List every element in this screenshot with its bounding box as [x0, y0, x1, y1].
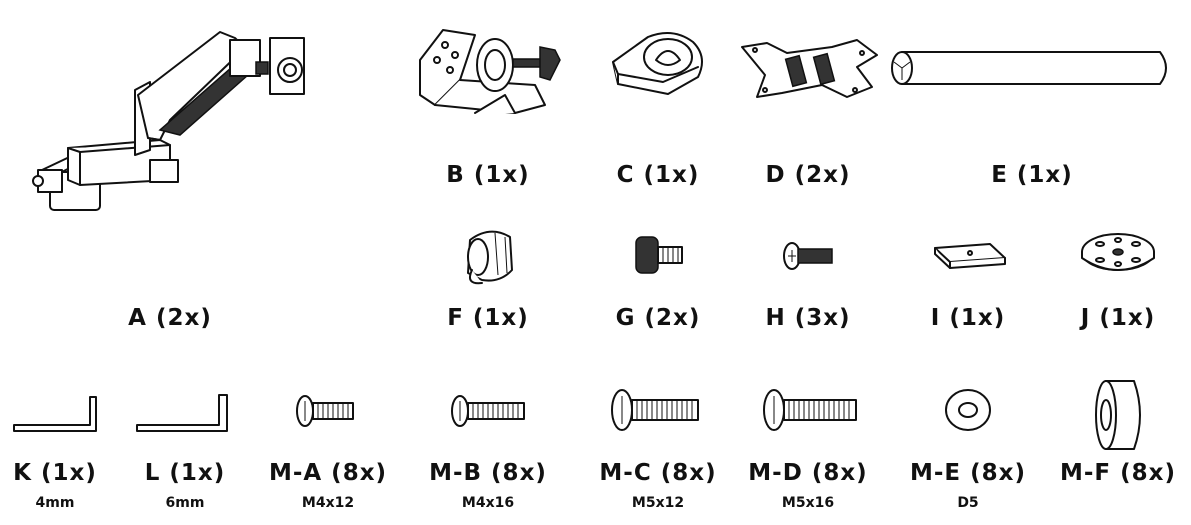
part-mb-spec: M4x16	[461, 495, 515, 511]
part-a-label: A (2x)	[128, 305, 212, 331]
part-mb-label: M-B (8x)	[429, 460, 547, 486]
part-ma-label: M-A (8x)	[268, 460, 388, 486]
part-k-spec: 4mm	[35, 495, 75, 511]
part-c-label: C (1x)	[616, 162, 700, 188]
base-plate-illustration	[612, 32, 703, 95]
part-me-spec: D5	[957, 495, 979, 511]
round-plate-illustration	[1081, 233, 1155, 271]
monitor-arm-illustration	[32, 31, 305, 211]
desk-clamp-illustration	[419, 29, 561, 114]
pole-illustration	[891, 51, 1167, 85]
part-b-label: B (1x)	[446, 162, 530, 188]
screw-m5x16-illustration	[763, 389, 857, 431]
part-mf-label: M-F (8x)	[1059, 460, 1177, 486]
part-e-label: E (1x)	[991, 162, 1073, 188]
spacer-illustration	[1095, 380, 1141, 450]
flat-screw-illustration	[783, 242, 833, 270]
part-me-label: M-E (8x)	[909, 460, 1027, 486]
hex-key-4mm-illustration	[13, 396, 97, 432]
screw-m4x16-illustration	[451, 395, 525, 427]
part-l-label: L (1x)	[144, 460, 226, 486]
washer-illustration	[945, 389, 991, 431]
part-g-label: G (2x)	[615, 305, 701, 331]
part-j-label: J (1x)	[1080, 305, 1156, 331]
part-mc-label: M-C (8x)	[599, 460, 717, 486]
part-k-label: K (1x)	[13, 460, 97, 486]
wedge-plate-illustration	[934, 243, 1006, 269]
screw-m4x12-illustration	[296, 395, 354, 427]
knob-illustration	[467, 230, 513, 285]
part-h-label: H (3x)	[765, 305, 851, 331]
part-mc-spec: M5x12	[631, 495, 685, 511]
part-l-spec: 6mm	[165, 495, 205, 511]
part-f-label: F (1x)	[447, 305, 529, 331]
part-md-label: M-D (8x)	[748, 460, 868, 486]
vesa-plate-illustration	[741, 39, 878, 98]
part-i-label: I (1x)	[930, 305, 1006, 331]
hex-key-6mm-illustration	[136, 394, 228, 432]
thumb-screw-illustration	[635, 236, 683, 274]
part-d-label: D (2x)	[765, 162, 851, 188]
screw-m5x12-illustration	[611, 389, 699, 431]
part-md-spec: M5x16	[781, 495, 835, 511]
part-ma-spec: M4x12	[301, 495, 355, 511]
